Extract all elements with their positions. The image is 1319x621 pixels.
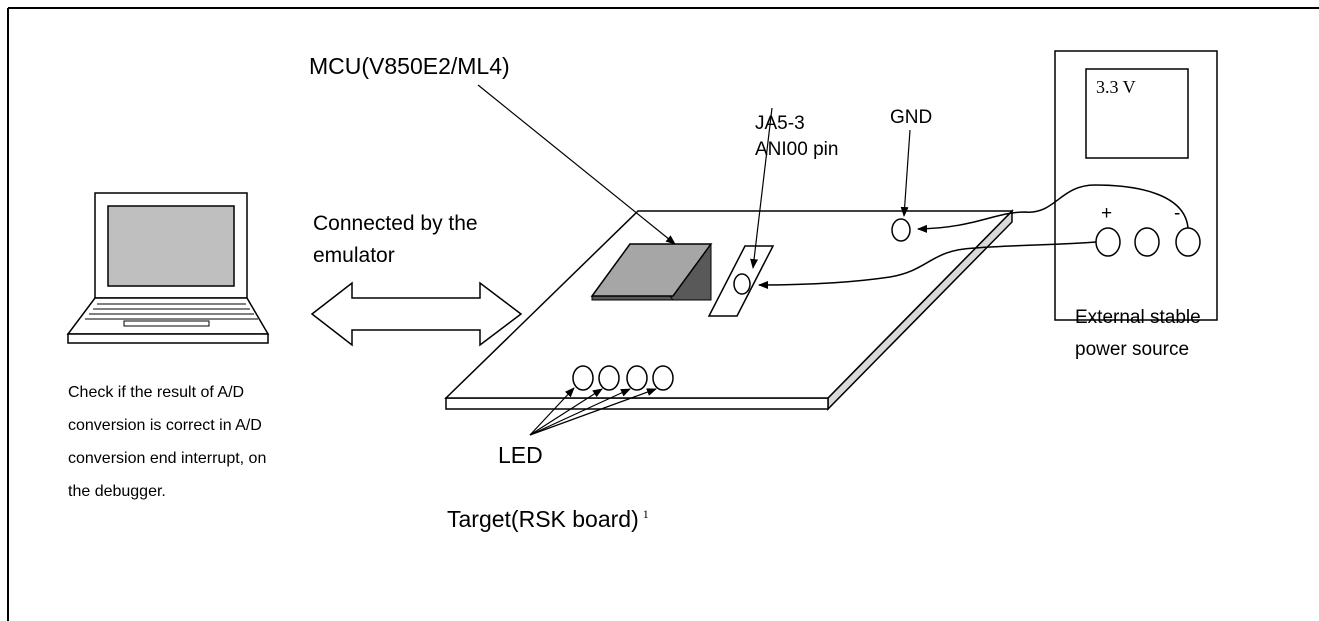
power-label-line1: External stable xyxy=(1075,307,1201,328)
gnd-label: GND xyxy=(890,107,932,128)
minus-sign: - xyxy=(1174,203,1180,224)
led-array xyxy=(572,365,674,391)
double-arrow-icon xyxy=(310,281,523,347)
middle-terminal xyxy=(1134,227,1160,257)
led-1 xyxy=(572,365,594,391)
gnd-terminal xyxy=(891,218,911,242)
frame xyxy=(7,7,1319,621)
target-label-text: Target(RSK board) xyxy=(447,506,639,532)
ani00-pin xyxy=(733,273,751,295)
connection-label-line2: emulator xyxy=(313,244,395,267)
mcu-label: MCU(V850E2/ML4) xyxy=(309,53,510,79)
laptop-icon xyxy=(66,192,270,344)
led-3 xyxy=(626,365,648,391)
check-label-line4: the debugger. xyxy=(68,483,166,500)
target-label: Target(RSK board) 1 xyxy=(447,506,649,532)
check-label-line1: Check if the result of A/D xyxy=(68,384,244,401)
connection-label-line1: Connected by the xyxy=(313,212,478,235)
check-label-line3: conversion end interrupt, on xyxy=(68,450,266,467)
pin-label-line2: ANI00 pin xyxy=(755,139,838,160)
led-4 xyxy=(652,365,674,391)
voltage-readout: 3.3 V xyxy=(1096,77,1136,97)
check-label-line2: conversion is correct in A/D xyxy=(68,417,262,434)
led-2 xyxy=(598,365,620,391)
target-footnote: 1 xyxy=(643,507,649,521)
power-supply-icon xyxy=(1054,50,1218,321)
plus-terminal xyxy=(1095,227,1121,257)
led-label: LED xyxy=(498,442,543,468)
pointer-lines xyxy=(477,84,911,436)
plus-sign: + xyxy=(1101,203,1112,224)
mcu-chip xyxy=(590,243,713,301)
power-label-line2: power source xyxy=(1075,339,1189,360)
pin-label-line1: JA5-3 xyxy=(755,113,805,134)
wires xyxy=(758,184,1189,289)
minus-terminal xyxy=(1175,227,1201,257)
